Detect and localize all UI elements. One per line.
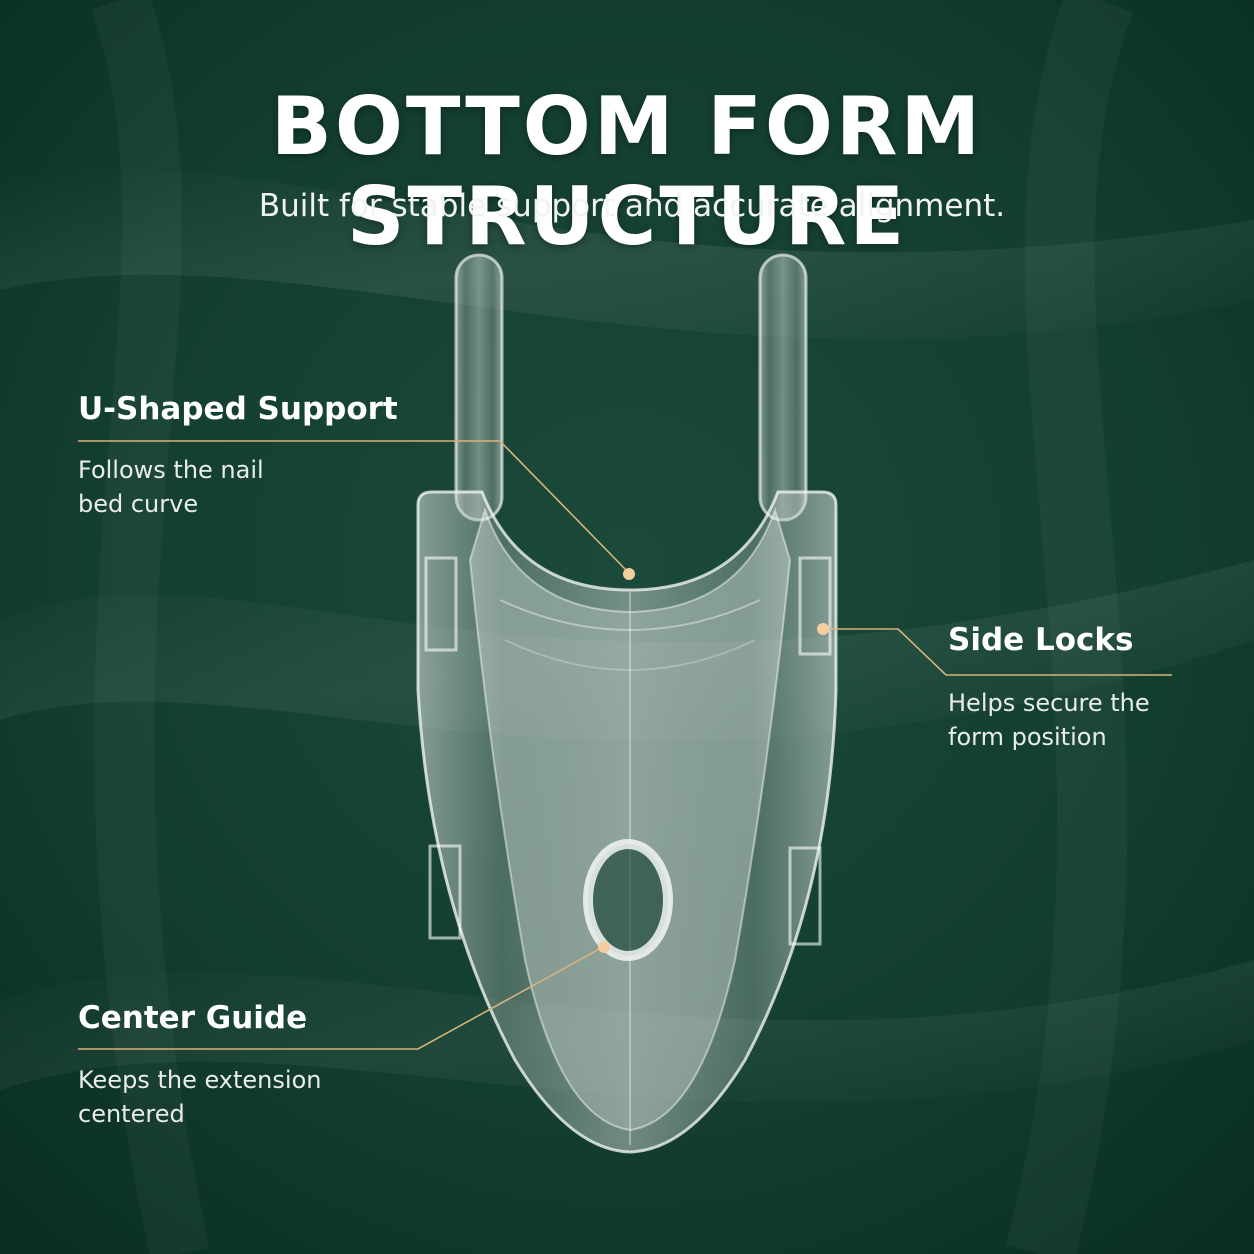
side-locks-dot — [817, 623, 829, 635]
center-guide-title: Center Guide — [78, 1000, 308, 1036]
center-guide-pointer — [78, 946, 604, 1050]
u-shaped-support-description: Follows the nail bed curve — [78, 456, 264, 518]
u-shaped-support-dot — [623, 568, 635, 580]
center-guide-dot — [598, 941, 610, 953]
side-locks-title: Side Locks — [948, 622, 1134, 658]
center-guide-description: Keeps the extension centered — [78, 1066, 322, 1128]
side-locks-description: Helps secure the form position — [948, 689, 1150, 751]
page-subtitle: Built for stable support and accurate al… — [258, 188, 1006, 224]
page-title: BOTTOM FORM STRUCTURE — [270, 80, 984, 263]
u-shaped-support-title: U-Shaped Support — [78, 391, 398, 427]
u-shaped-support-pointer — [78, 440, 629, 573]
side-locks-pointer — [824, 628, 1172, 676]
